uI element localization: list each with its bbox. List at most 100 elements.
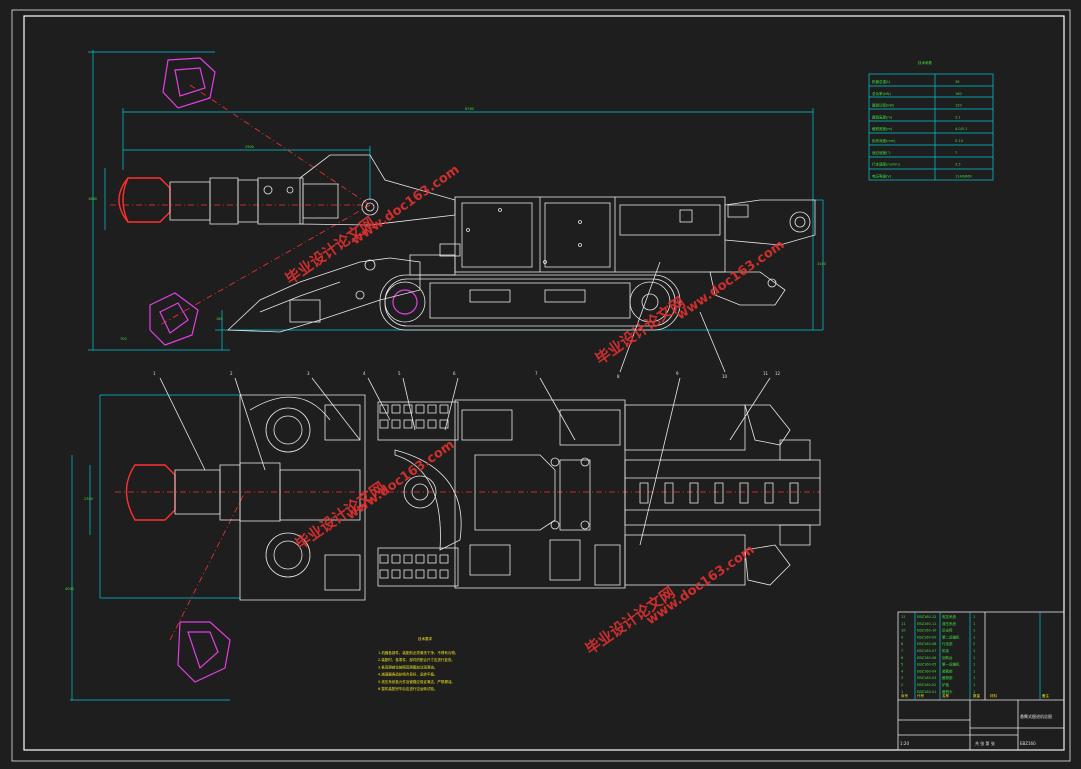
title-drawing-number: EBZ160	[1020, 741, 1036, 746]
tech-note-line: 3.各润滑部位按照润滑图加注润滑油。	[378, 664, 437, 669]
bom-cell-name: 截割头	[942, 689, 953, 694]
bom-cell-name: 铲板	[942, 682, 950, 687]
spec-row-value: 7	[955, 151, 957, 155]
bom-cell-no: 7	[901, 649, 903, 653]
bom-cell-qty: 2	[973, 642, 975, 646]
spec-row-label: 总功率(kW)	[872, 91, 891, 96]
conveyor-plan	[624, 459, 821, 526]
bom-cell-no: 2	[901, 683, 903, 687]
callout-12: 12	[775, 371, 781, 376]
bom-header-cell: 序号	[901, 693, 909, 698]
cutter-head-down-position	[149, 292, 199, 346]
watermark-url-3: www.doc163.com	[344, 437, 458, 523]
bom-cell-code: EBZ160-08	[917, 642, 936, 646]
dim-overall-length: 8760	[465, 107, 474, 111]
bom-cell-no: 12	[901, 615, 905, 619]
callout-1: 1	[153, 371, 156, 376]
bom-cell-qty: 1	[973, 656, 975, 660]
spec-row-value: 1140/660	[955, 174, 972, 178]
title-block	[897, 611, 1065, 751]
crawler-track-side	[379, 274, 681, 331]
bom-cell-no: 10	[901, 629, 905, 633]
callout-7: 7	[535, 371, 538, 376]
crawler-right-plan	[377, 547, 459, 587]
bom-cell-qty: 1	[973, 629, 975, 633]
bom-cell-qty: 1	[973, 615, 975, 619]
bom-cell-code: EBZ160-04	[917, 669, 937, 673]
turntable-plan	[403, 475, 437, 509]
spec-row-label: 截割宽度(m)	[872, 126, 893, 131]
bom-cell-code: EBZ160-10	[917, 629, 936, 633]
inner-border	[23, 15, 1065, 751]
spec-row-label: 卧底深度(mm)	[872, 138, 896, 143]
bom-cell-name: 电控系统	[942, 614, 956, 619]
spec-row-value: 4.0/5.1	[955, 127, 967, 131]
dim-low: 180	[216, 317, 223, 321]
bom-cell-code: EBZ160-07	[917, 649, 936, 653]
callout-6: 6	[453, 371, 456, 376]
bom-cell-qty: 1	[973, 635, 975, 639]
bom-cell-no: 1	[901, 690, 903, 694]
tech-note-line: 2.装配时，各零件、部件的配合尺寸应进行复查。	[378, 657, 455, 662]
plan-view: 2300 4000	[65, 394, 821, 701]
main-frame-plan	[454, 399, 626, 589]
main-frame-side	[454, 196, 726, 273]
bom-cell-no: 6	[901, 656, 903, 660]
dim-width: 2300	[84, 497, 93, 501]
spec-row-label: 适应坡度(°)	[872, 150, 891, 155]
tech-note-line: 6.整机装配完毕后应进行空运转试验。	[378, 686, 437, 691]
bom-header-cell: 数量	[973, 693, 981, 698]
bom-cell-name: 第二运输机	[942, 634, 960, 639]
watermark-url-1: www.doc163.com	[349, 162, 463, 248]
bom-cell-code: EBZ160-06	[917, 656, 936, 660]
watermarks: 毕业设计论文网 www.doc163.com 毕业设计论文网 www.doc16…	[282, 162, 787, 658]
bom-cell-code: EBZ160-01	[917, 690, 936, 694]
tech-note-line: 5.液压系统各元件及管路应保证清洁，严禁漏油。	[378, 679, 455, 684]
bom-cell-name: 截割部	[942, 675, 953, 680]
outer-border	[11, 9, 1071, 762]
callout-5: 5	[398, 371, 401, 376]
bom-header-cell: 材料	[990, 693, 998, 698]
cutter-head-plan	[125, 464, 176, 521]
crawler-left-plan	[377, 401, 459, 441]
bom-header-cell: 备注	[1042, 693, 1050, 698]
callout-leaders	[159, 261, 771, 546]
spec-row-label: 截割高度(m)	[872, 114, 893, 119]
spec-row-value: 3.1	[955, 115, 961, 119]
bom-header-cell: 名称	[942, 693, 950, 698]
bom-cell-code: EBZ160-02	[917, 683, 936, 687]
dim-side: 700	[120, 337, 127, 341]
dim-front-length: 2900	[245, 145, 254, 149]
bom-cell-no: 11	[901, 622, 905, 626]
callout-2: 2	[230, 371, 233, 376]
dim-cut-width: 4000	[65, 587, 74, 591]
callout-10: 10	[722, 374, 728, 379]
spec-table-title: 技术参数	[918, 60, 932, 65]
callout-11: 11	[763, 371, 769, 376]
bom-header-cell: 代号	[917, 693, 925, 698]
tech-note-line: 1.机器各部件，装配前必须清洗干净，不得有污物。	[378, 650, 458, 655]
bom-cell-code: EBZ160-05	[917, 663, 936, 667]
spec-row-label: 电压等级(V)	[872, 173, 892, 178]
tech-notes: 1.机器各部件，装配前必须清洗干净，不得有污物。 2.装配时，各零件、部件的配合尺…	[378, 650, 458, 691]
watermark-url-2: www.doc163.com	[674, 237, 788, 323]
bom-cell-no: 3	[901, 676, 903, 680]
dim-cut-height: 3100	[817, 262, 826, 266]
bom-cell-qty: 1	[973, 690, 975, 694]
bom-cell-no: 9	[901, 635, 903, 639]
bom-cell-name: 机架	[942, 648, 950, 653]
bom-cell-name: 装载部	[942, 668, 953, 673]
spec-row-label: 截割功率(kW)	[872, 103, 895, 108]
title-scale: 1:20	[900, 741, 909, 746]
bom-cell-code: EBZ160-03	[917, 676, 936, 680]
bom-cell-qty: 1	[973, 676, 975, 680]
spec-row-label: 机器总重(t)	[872, 79, 891, 84]
spec-row-value: 160	[955, 92, 962, 96]
callout-9: 9	[676, 371, 679, 376]
spec-row-value: 36	[955, 80, 959, 84]
dim-height: 1680	[88, 197, 97, 201]
spec-row-value: 120	[955, 104, 962, 108]
spec-row-value: 3.5	[955, 163, 961, 167]
